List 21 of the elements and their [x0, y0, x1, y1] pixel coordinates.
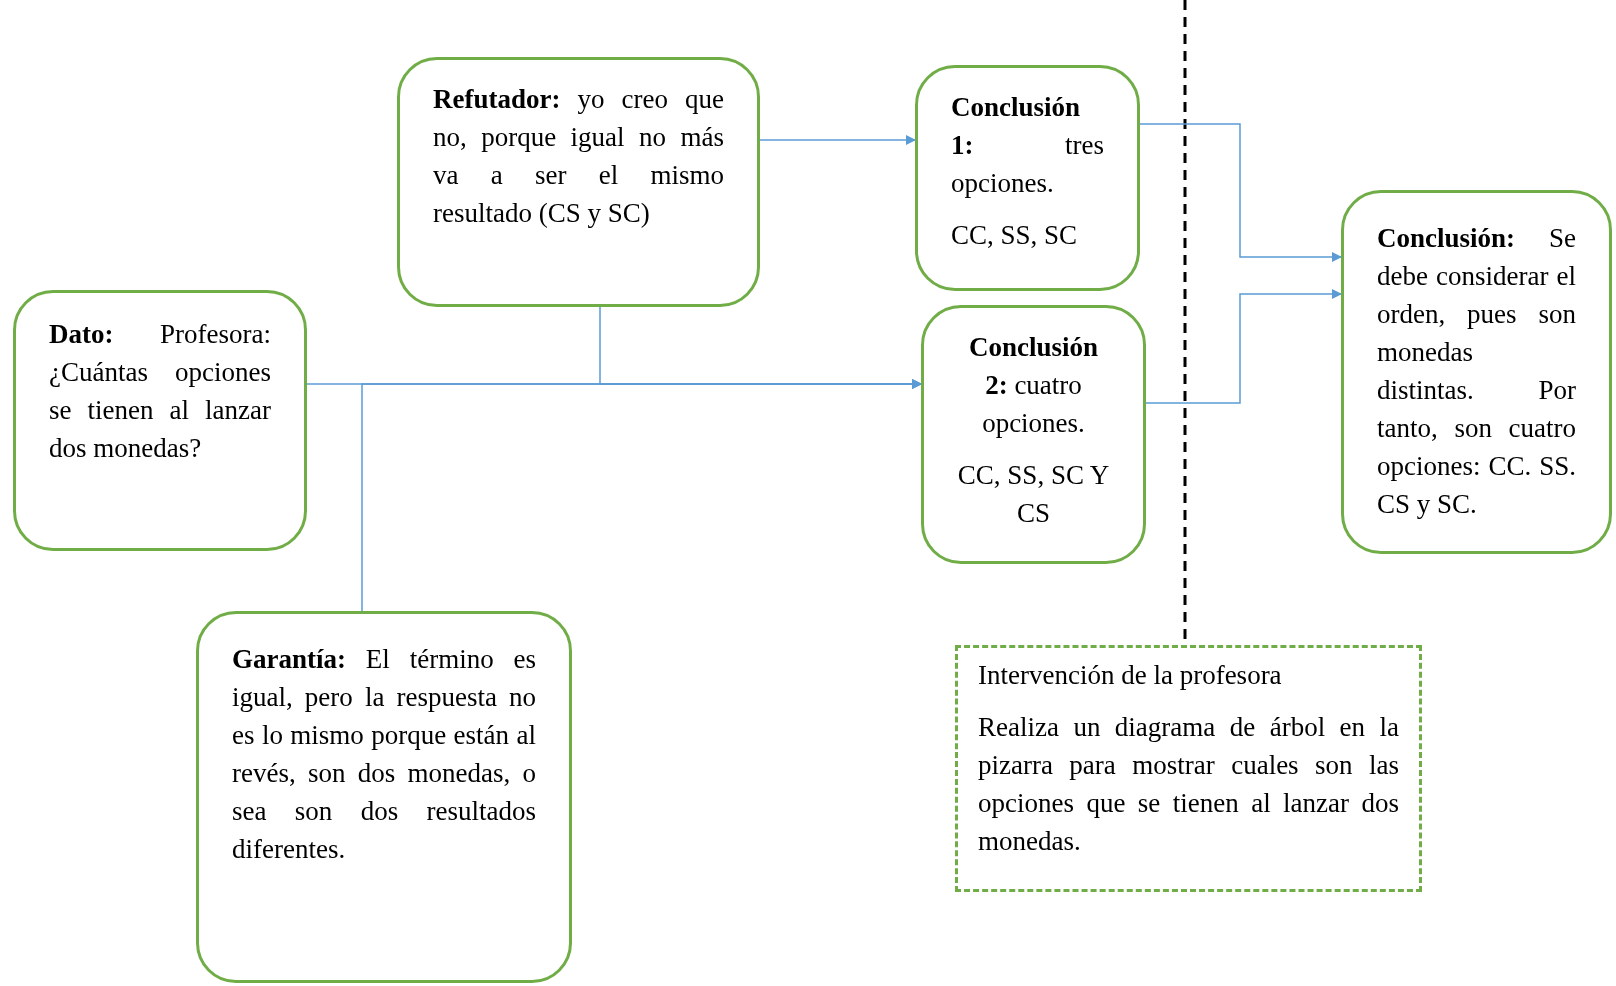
connector-arrow [1145, 289, 1342, 404]
node-text: Dato: Profesora: ¿Cuántas opciones se tienen al lanzar dos monedas? [49, 318, 271, 465]
connector-arrow [759, 135, 916, 145]
node-text: CC, SS, SC [951, 219, 1079, 252]
note-box [955, 645, 1422, 892]
node-text: Conclusión 2: cuatro opciones. [967, 331, 1099, 440]
argument-box [397, 57, 760, 307]
node-text: Garantía: El término es igual, pero la respuesta no es lo mismo porque están al revés, son dos monedas, o sea son dos resultados diferentes. [232, 643, 536, 866]
node-text: Realiza un diagrama de árbol en la pizarra para mostrar cuales son las opciones que se tienen al lanzar dos monedas. [978, 711, 1399, 858]
argument-box [921, 305, 1146, 564]
node-text: Intervención de la profesora [978, 659, 1283, 692]
node-text: Refutador: yo creo que no, porque igual no más va a ser el mismo resultado (CS y SC) [433, 83, 724, 230]
argument-box [915, 65, 1140, 291]
argument-box [1341, 190, 1612, 554]
argument-box [196, 611, 572, 983]
node-text: Conclusión: Se debe considerar el orden, pues son monedas distintas. Por tanto, son cuatro opciones: CC. SS. CS y SC. [1377, 222, 1576, 521]
connector-arrow [1139, 123, 1342, 262]
argument-box [13, 290, 307, 551]
connector-arrow [361, 379, 922, 612]
node-text: CC, SS, SC Y CS [957, 459, 1110, 530]
node-text: Conclusión 1: tres opciones. [951, 91, 1104, 200]
